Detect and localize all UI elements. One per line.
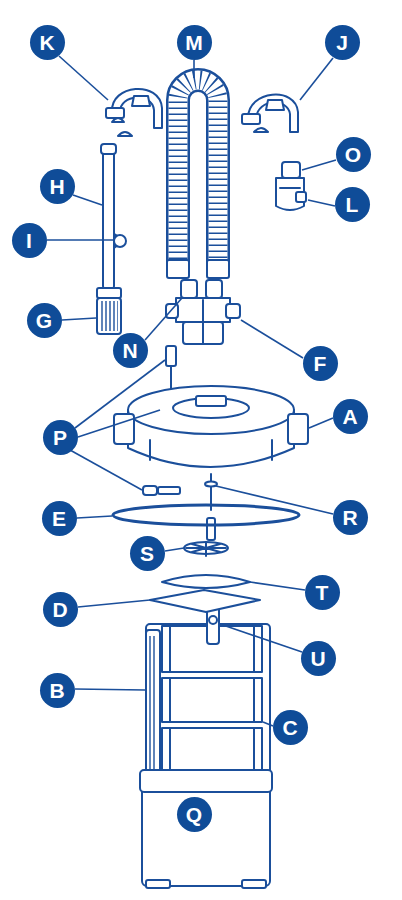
hose (167, 80, 229, 278)
callout-circle: C (273, 710, 308, 745)
canister-base (140, 770, 272, 888)
callout-circle: F (303, 346, 338, 381)
callout-circle: U (301, 641, 336, 676)
callout-letter: P (53, 427, 67, 448)
callout-letter: M (185, 32, 203, 53)
canister (146, 624, 270, 790)
callout-circle: J (325, 25, 360, 60)
callout-letter: A (342, 406, 357, 427)
callout-letter: E (52, 508, 66, 529)
callout-letter: B (49, 680, 64, 701)
leader-lines (47, 56, 336, 726)
callout-letter: R (342, 507, 357, 528)
callout-letter: F (314, 353, 327, 374)
callout-letter: C (282, 717, 297, 738)
outlet-nozzle (276, 162, 306, 210)
callout-circle: Q (177, 797, 212, 832)
callout-letter: N (122, 340, 137, 361)
callout-circle: R (333, 500, 368, 535)
callout-letter: L (346, 194, 359, 215)
callout-letter: T (316, 582, 329, 603)
callout-letter: I (26, 230, 32, 251)
media-trays (162, 626, 262, 772)
filter-head (114, 386, 308, 467)
valve-block (166, 280, 240, 344)
callout-letter: O (345, 144, 361, 165)
callout-circle: L (335, 187, 370, 222)
callout-circle: K (30, 25, 65, 60)
callout-letter: S (140, 543, 154, 564)
intake-tube (97, 144, 126, 334)
callout-letter: D (52, 599, 67, 620)
callout-letter: G (36, 310, 52, 331)
callout-circle: A (333, 399, 368, 434)
filter-pad (150, 590, 260, 612)
callout-circle: P (43, 420, 78, 455)
impeller-shaft (205, 474, 217, 540)
callout-letter: Q (186, 804, 202, 825)
callout-circle: E (42, 501, 77, 536)
outlet-clip (242, 95, 298, 132)
callout-letter: J (336, 32, 348, 53)
callout-circle: O (336, 137, 371, 172)
callout-letter: H (49, 176, 64, 197)
impeller (184, 542, 228, 556)
callout-circle: M (177, 25, 212, 60)
callout-circle: B (40, 673, 75, 708)
callout-circle: D (43, 592, 78, 627)
impeller-cover (162, 575, 250, 588)
callout-circle: N (113, 333, 148, 368)
callout-letter: U (310, 648, 325, 669)
callout-circle: G (27, 303, 62, 338)
o-ring (113, 505, 299, 525)
callout-circle: I (12, 223, 47, 258)
callout-circle: S (130, 536, 165, 571)
callout-letter: K (39, 32, 54, 53)
intake-clip (106, 89, 162, 136)
callout-circle: T (305, 575, 340, 610)
callout-circle: H (40, 169, 75, 204)
